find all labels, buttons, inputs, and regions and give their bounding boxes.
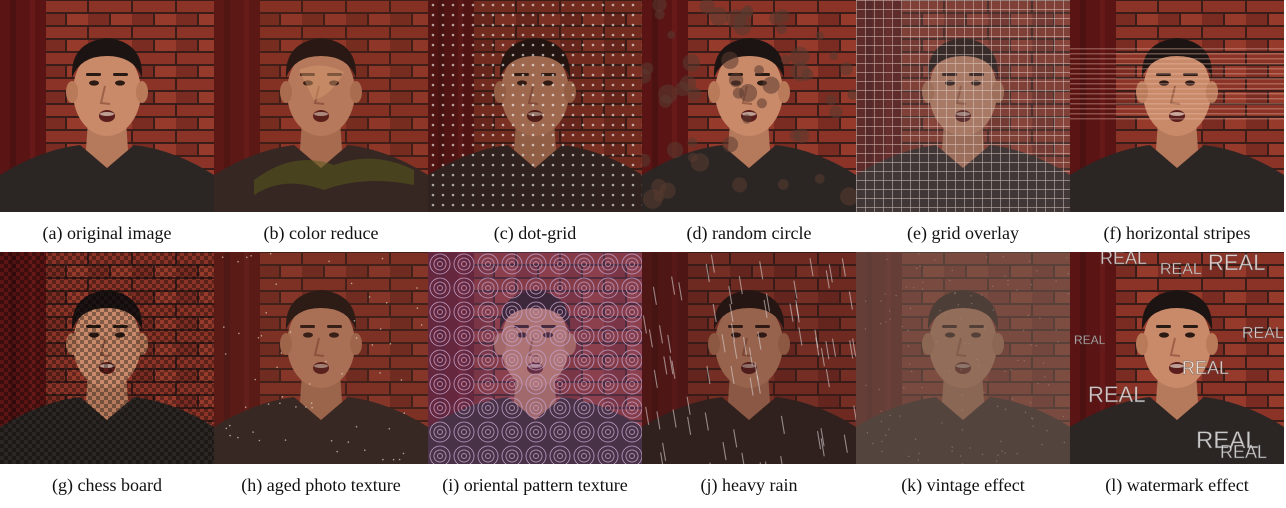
caption-heavy-rain: (j) heavy rain: [700, 475, 798, 495]
svg-text:REAL: REAL: [1182, 358, 1229, 378]
face-image-horizontal-stripes: [1070, 0, 1284, 212]
svg-text:REAL: REAL: [1208, 252, 1265, 275]
caption-random-circle: (d) random circle: [686, 223, 812, 243]
face-image-grid-overlay: [856, 0, 1070, 212]
face-image-vintage: [856, 252, 1070, 464]
caption-vintage: (k) vintage effect: [901, 475, 1025, 495]
caption-horizontal-stripes: (f) horizontal stripes: [1103, 223, 1251, 243]
face-image-aged-photo: [214, 252, 428, 464]
face-image-chess-board: [0, 252, 214, 464]
face-image-oriental-pattern: [428, 252, 642, 464]
caption-color-reduce: (b) color reduce: [263, 223, 379, 243]
caption-aged-photo: (h) aged photo texture: [241, 475, 401, 495]
caption-oriental-pattern: (i) oriental pattern texture: [442, 475, 628, 495]
caption-grid-overlay: (e) grid overlay: [907, 223, 1019, 243]
caption-watermark: (l) watermark effect: [1105, 475, 1249, 495]
face-image-random-circle: [642, 0, 856, 212]
face-image-dot-grid: [428, 0, 642, 212]
svg-text:REAL: REAL: [1088, 382, 1145, 407]
svg-text:REAL: REAL: [1100, 252, 1147, 268]
svg-text:REAL: REAL: [1074, 333, 1106, 347]
svg-text:REAL: REAL: [1242, 325, 1284, 342]
svg-text:REAL: REAL: [1160, 261, 1202, 278]
face-image-original: [0, 0, 214, 212]
face-image-color-reduce: [214, 0, 428, 212]
svg-text:REAL: REAL: [1196, 427, 1259, 454]
svg-text:REAL: REAL: [1220, 442, 1267, 462]
caption-dot-grid: (c) dot-grid: [493, 223, 577, 243]
caption-original: (a) original image: [42, 223, 172, 243]
caption-chess-board: (g) chess board: [52, 475, 162, 495]
face-image-heavy-rain: [642, 252, 856, 464]
